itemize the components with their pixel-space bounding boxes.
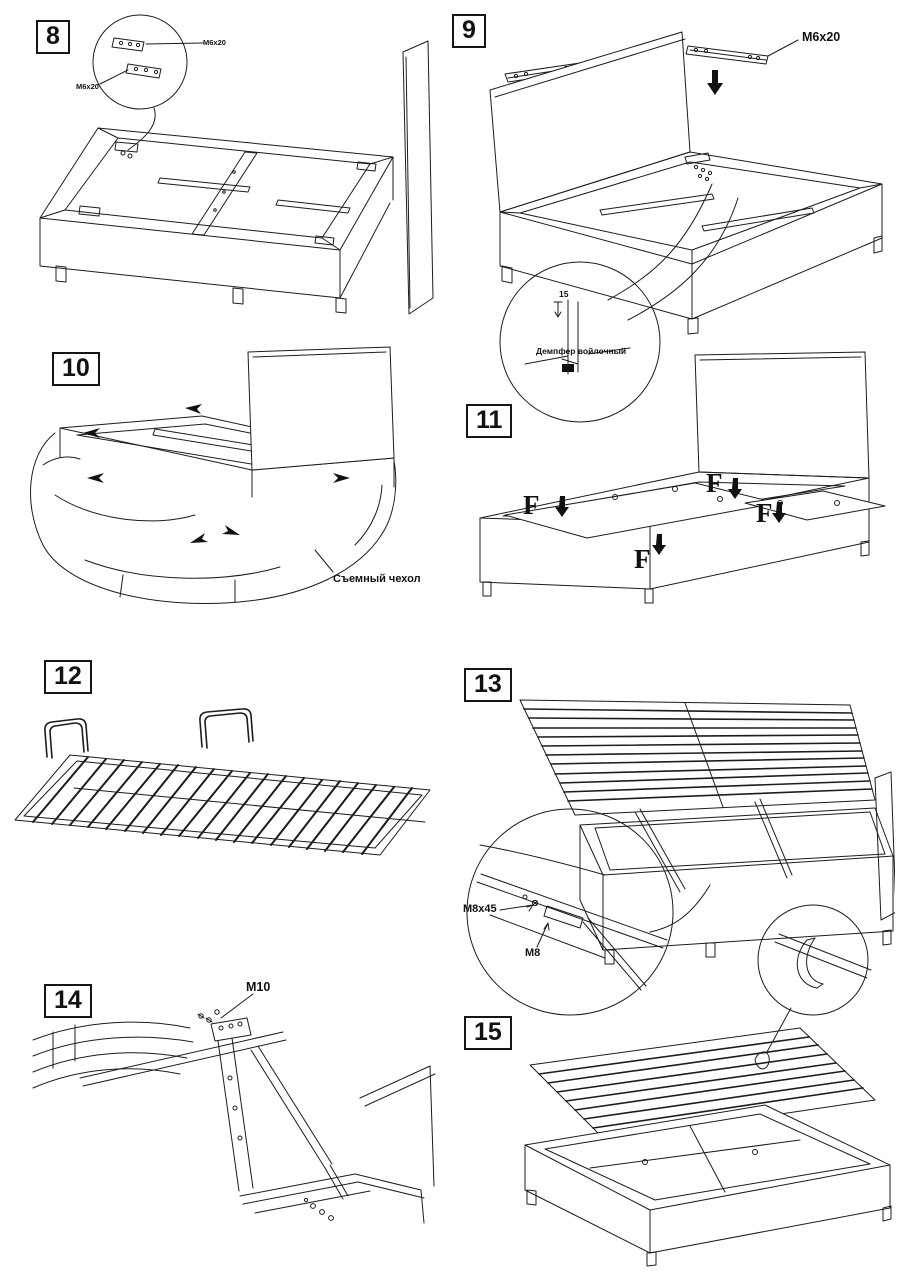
step-13-panel: 13 M8x45 M8: [455, 660, 895, 1020]
step-13-number: 13: [464, 668, 512, 702]
fabric-cover: [30, 432, 397, 604]
step-11-illustration: [479, 351, 886, 604]
step-9-illustration: [489, 31, 883, 423]
gas-struts: [634, 798, 793, 893]
leader-curve: [649, 884, 711, 933]
headboard: [874, 771, 895, 921]
label-m6x20-right: М6х20: [203, 38, 226, 47]
label-f-2: F: [706, 468, 723, 498]
label-dim-15: 15: [559, 289, 569, 299]
slat-base: [14, 754, 431, 856]
headboard: [402, 40, 434, 315]
detail-circle-brackets: [92, 14, 204, 159]
step-11-number: 11: [466, 404, 513, 438]
step-12-illustration: [14, 708, 431, 856]
detail-circle-strap: [757, 904, 872, 1016]
detail-circle-damper: [499, 261, 661, 423]
detail-circle-strut: [466, 808, 674, 1016]
label-m10: M10: [246, 980, 271, 994]
step-8-illustration: [39, 14, 434, 315]
bed-frame: [39, 127, 394, 314]
label-m6x20: M6x20: [802, 30, 841, 44]
bracket-top-right: [685, 39, 799, 65]
step-15-number: 15: [464, 1016, 512, 1050]
step-12-number: 12: [44, 660, 92, 694]
step-9-panel: 9 M6x20 15 Демпфер войлочный: [450, 12, 895, 440]
lifted-slat-lid: [519, 699, 876, 816]
headboard: [694, 351, 870, 479]
label-f-4: F: [634, 544, 651, 574]
step-8-number: 8: [36, 20, 70, 54]
headboard: [247, 346, 395, 471]
base-frame: [239, 1065, 436, 1224]
step-15-illustration: [524, 904, 892, 1267]
storage-box: [524, 1104, 892, 1267]
label-removable-cover: Съемный чехол: [333, 573, 421, 585]
step-14-illustration: [32, 993, 436, 1224]
step-11-panel: 11 F F F F: [465, 350, 895, 665]
corner-bracket: [197, 1009, 252, 1042]
label-m6x20-left: М6х20: [76, 82, 99, 91]
lid-rail: [79, 1031, 287, 1087]
leader-line: [766, 1007, 792, 1053]
strap-on-lid: [754, 1051, 770, 1070]
m10-leader: [220, 993, 254, 1019]
bottom-panels: [504, 482, 886, 539]
label-m8: M8: [525, 947, 541, 959]
arrow-down-right: [707, 70, 723, 95]
label-m8x45: M8x45: [463, 903, 497, 915]
step-10-illustration: [30, 346, 397, 604]
label-leader: [314, 549, 334, 573]
lift-handles: [44, 708, 254, 759]
step-10-panel: 10 Съемный чехол: [25, 345, 445, 615]
label-f-1: F: [523, 490, 540, 520]
step-14-panel: 14 M10: [25, 978, 445, 1275]
down-arrows: [555, 478, 786, 555]
gas-strut: [250, 1045, 349, 1200]
storage-box: [579, 807, 894, 965]
step-9-number: 9: [452, 14, 486, 48]
label-felt-damper: Демпфер войлочный: [536, 346, 627, 356]
bottom-screws: [303, 1197, 334, 1221]
step-10-number: 10: [52, 352, 100, 386]
step-13-illustration: [466, 699, 895, 1016]
support-post: [217, 1037, 254, 1192]
step-8-panel: 8 М6х20 М6х20: [20, 10, 450, 340]
step-15-panel: 15: [455, 900, 895, 1275]
pull-arrows: [83, 404, 350, 543]
headboard: [489, 31, 691, 213]
step-12-panel: 12: [5, 655, 445, 870]
open-slat-lid: [529, 1027, 876, 1141]
step-14-number: 14: [44, 984, 92, 1018]
leader-curves: [607, 183, 739, 321]
bed-frame: [499, 151, 883, 335]
label-f-3: F: [756, 498, 773, 528]
slat-ends: [32, 1021, 194, 1089]
